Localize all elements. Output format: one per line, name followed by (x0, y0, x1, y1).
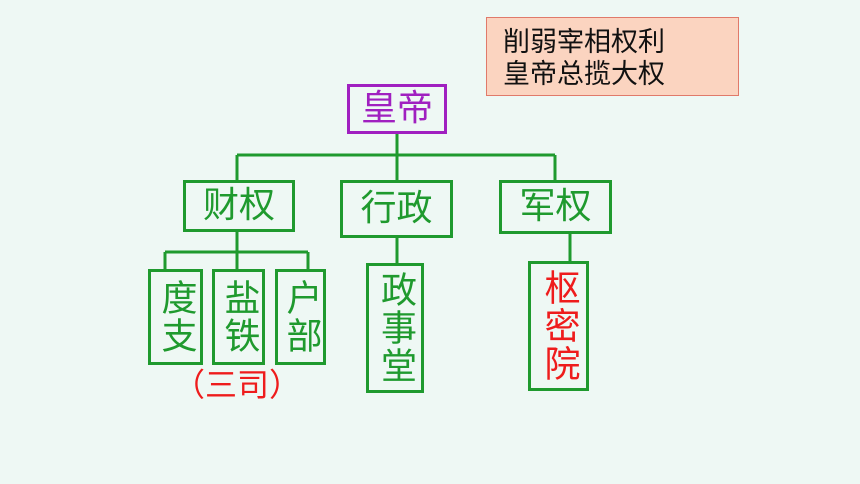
emperor-node: 皇帝 (347, 84, 447, 134)
hubu-label: 户部 (280, 279, 322, 355)
note-line-2: 皇帝总揽大权 (503, 59, 665, 90)
administration-node: 行政 (340, 180, 453, 238)
summary-note: 削弱宰相权利 皇帝总揽大权 (486, 17, 739, 96)
zhengshitang-node: 政事堂 (366, 263, 424, 393)
shumiyuan-label: 枢密院 (538, 269, 580, 383)
yantie-node: 盐铁 (212, 269, 265, 365)
shumiyuan-node: 枢密院 (528, 261, 589, 391)
emperor-label: 皇帝 (360, 88, 433, 129)
duzhi-label: 度支 (155, 279, 197, 355)
yantie-label: 盐铁 (218, 279, 260, 355)
zhengshitang-label: 政事堂 (375, 271, 416, 385)
military-label: 军权 (519, 186, 592, 227)
finance-label: 财权 (202, 185, 275, 226)
sansi-label: （三司） (172, 366, 301, 404)
note-line-1: 削弱宰相权利 (503, 27, 665, 58)
finance-node: 财权 (183, 180, 295, 232)
duzhi-node: 度支 (148, 269, 203, 365)
hubu-node: 户部 (275, 269, 326, 365)
military-node: 军权 (499, 180, 612, 234)
administration-label: 行政 (360, 188, 433, 229)
